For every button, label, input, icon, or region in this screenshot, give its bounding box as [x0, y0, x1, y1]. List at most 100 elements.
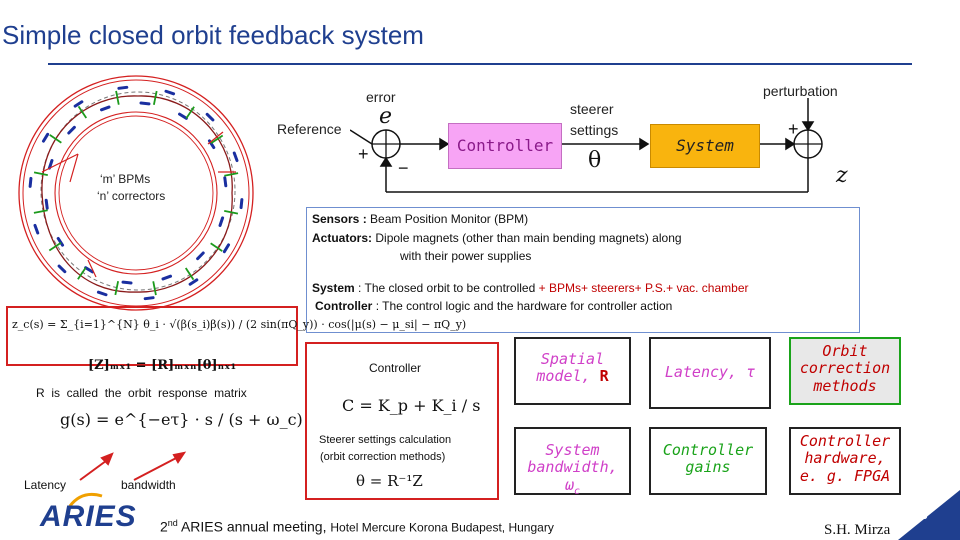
bpm-marker [223, 176, 228, 188]
controller-panel [305, 342, 499, 500]
bpm-marker [232, 151, 239, 163]
corrector-markers [33, 90, 239, 296]
latency-box: Latency, τ [649, 337, 771, 409]
sensors-value: Beam Position Monitor (BPM) [370, 212, 529, 226]
bpm-marker [205, 112, 215, 122]
page-number: 6 [921, 508, 928, 522]
definitions-box: Sensors : Beam Position Monitor (BPM) Ac… [306, 207, 860, 333]
corrector-marker [77, 105, 88, 119]
corrector-marker [49, 134, 62, 144]
meeting-venue: Hotel Mercure Korona Budapest, Hungary [330, 520, 554, 535]
bpm-marker [222, 243, 231, 254]
meeting-footer: 2nd ARIES annual meeting, Hotel Mercure … [160, 518, 554, 535]
corrector-marker [33, 171, 48, 177]
theta-symbol: θ [588, 148, 602, 173]
storage-ring-diagram [18, 75, 254, 311]
corrector-marker [224, 172, 239, 177]
hardware-line3: e. g. FPGA [799, 466, 891, 485]
bpm-marker [73, 100, 84, 108]
bpm-marker [57, 264, 67, 274]
equation-pointer-arrows [79, 451, 187, 481]
controller-block: Controller [448, 123, 562, 169]
bpm-marker [178, 112, 188, 120]
bpm-markers [28, 85, 244, 301]
bpm-label: ‘m’ BPMs [100, 172, 151, 186]
perturbation-symbol: z [836, 163, 848, 188]
orbit-correction-box: Orbit correction methods [789, 337, 901, 405]
bpm-marker [44, 198, 49, 210]
author: S.H. Mirza [824, 522, 891, 538]
actuators-value: Dipole magnets (other than main bending … [375, 231, 682, 245]
plus-sign-2: + [788, 119, 799, 139]
sensors-key: Sensors : [312, 212, 367, 226]
orbit-equation: z_c(s) = Σ_{i=1}^{N} θ_i · √(β(s_i)β(s))… [12, 318, 467, 331]
controller-key: Controller [315, 299, 373, 313]
bpm-marker [41, 132, 50, 143]
controller-hardware-box: Controller hardware, e. g. FPGA [789, 427, 901, 495]
steerer-calc-line1: Steerer settings calculation [319, 434, 452, 446]
bandwidth-line2: bandwidth, ω [527, 458, 618, 494]
bpm-marker [161, 274, 173, 281]
bpm-marker [164, 89, 176, 96]
orbit-equation-box [6, 306, 298, 366]
bpm-marker [28, 176, 33, 188]
corrector-marker [152, 90, 158, 105]
meeting-number: 2 [160, 518, 168, 535]
corrector-marker [115, 90, 120, 105]
bpm-marker [196, 251, 205, 261]
bandwidth-label: bandwidth [121, 478, 176, 492]
page-number-tab [898, 490, 960, 540]
spatial-line2: model, [536, 367, 591, 386]
meeting-suffix: nd [167, 518, 178, 528]
matrix-equation: [Z]ₘₓ₁ = [R]ₘₓₙ[θ]ₙₓ₁ [88, 358, 237, 373]
bpm-marker [67, 125, 76, 135]
corrector-label: ‘n’ correctors [97, 189, 166, 203]
corrector-marker [210, 134, 224, 145]
orbit-line3: methods [813, 376, 877, 395]
corrector-marker [184, 267, 195, 281]
system-value-red: + BPMs+ steerers+ P.S.+ vac. chamber [538, 281, 749, 295]
transfer-function: g(s) = e^{−eτ} · s / (s + ω_c) [60, 410, 303, 429]
perturbation-label: perturbation [763, 83, 838, 99]
system-key: System [312, 281, 355, 295]
spatial-line1: Spatial [540, 350, 605, 368]
hardware-line2: hardware, [804, 449, 886, 468]
response-matrix-text: R is called the orbit response matrix [36, 386, 247, 400]
reference-label: Reference [277, 121, 342, 137]
aries-logo-swoosh [68, 492, 103, 507]
meeting-name: ARIES annual meeting, [180, 518, 327, 535]
bpm-marker [96, 290, 108, 297]
corrector-marker [152, 281, 157, 296]
bpm-marker [99, 105, 111, 112]
aries-logo: ARIES [40, 500, 137, 533]
bpm-marker [218, 216, 225, 227]
actuators-value-2: with their power supplies [400, 249, 532, 263]
corrector-marker [77, 267, 87, 280]
bpm-marker [239, 198, 244, 210]
controller-value: : The control logic and the hardware for… [375, 299, 673, 313]
corrector-marker [33, 209, 48, 214]
controller-gains-box: Controller gains [649, 427, 767, 495]
bandwidth-subscript: c [574, 485, 581, 497]
steerer-calc-line2: (orbit correction methods) [320, 451, 446, 463]
system-bandwidth-box: System bandwidth, ωc [514, 427, 631, 497]
error-label: error [366, 89, 396, 105]
orbit-line2: correction [799, 359, 891, 378]
settings-label: settings [570, 122, 619, 138]
corrector-marker [185, 106, 195, 119]
gains-line2: gains [685, 458, 731, 477]
plus-sign: + [358, 144, 369, 164]
bpm-marker [47, 159, 54, 170]
corrector-marker [48, 241, 62, 252]
feedback-block-diagram [350, 98, 823, 193]
hardware-line1: Controller [799, 432, 891, 450]
bpm-marker [188, 278, 199, 286]
bpm-marker [56, 236, 65, 247]
error-symbol: e [379, 104, 393, 129]
corrector-marker [114, 281, 120, 296]
latency-label: Latency [24, 478, 67, 492]
spatial-model-box: Spatial model, R [514, 337, 631, 405]
orbit-line1: Orbit [822, 342, 868, 360]
corrector-marker [224, 209, 239, 215]
controller-panel-title: Controller [369, 361, 422, 375]
